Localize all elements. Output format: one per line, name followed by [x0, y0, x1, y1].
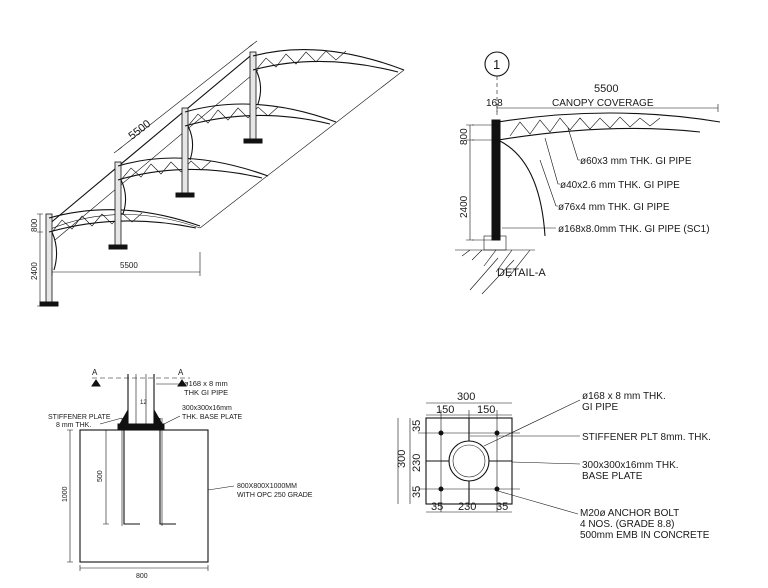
section-dim-1000-line [67, 429, 73, 563]
section-dim-800: 800 [136, 573, 148, 580]
footing-section-view: A A ø168 x 8 mm THK GI PIPE 12 STIFFENER… [48, 368, 313, 580]
plan-dim-35-bottom: 35 [411, 486, 423, 498]
plan-dim-35-right: 35 [496, 501, 508, 513]
elev-vertical-dims [466, 124, 474, 241]
plan-dim-300-side: 300 [396, 450, 408, 468]
iso-frame-4 [243, 49, 405, 144]
plan-dim-150-left: 150 [436, 404, 454, 416]
plan-base-leader [511, 461, 581, 465]
section-dim-12: 12 [140, 400, 147, 406]
plan-bolt-line3: 500mm EMB IN CONCRETE [580, 530, 710, 541]
plan-stiffener-cross [426, 418, 512, 504]
iso-roof-lower-line [54, 69, 259, 241]
plan-bolt-grid [418, 410, 520, 512]
elev-truss-web [509, 116, 661, 137]
section-arrow-left [91, 379, 101, 387]
iso-frame-2 [108, 157, 269, 250]
section-footing-leader [207, 485, 235, 491]
plan-dim-300-top: 300 [457, 391, 475, 403]
section-footing-line1: 800X800X1000MM [237, 483, 297, 490]
elev-column [491, 119, 501, 241]
elev-brace-arc [497, 139, 546, 237]
callout-40-leader [544, 137, 560, 185]
plan-pipe-leader [483, 399, 581, 447]
plan-dim-side-lines [397, 418, 411, 504]
iso-vertical-dims [37, 213, 43, 307]
plan-bolt-line2: 4 NOS. (GRADE 8.8) [580, 519, 674, 530]
section-base-plate [117, 423, 165, 430]
plan-stiffener-label: STIFFENER PLT 8mm. THK. [582, 432, 711, 443]
grid-bubble-label: 1 [493, 57, 500, 72]
elev-span-dim: 5500 [594, 83, 618, 95]
section-pipe-line2: THK GI PIPE [184, 388, 228, 397]
plan-bolt-line1: M20ø ANCHOR BOLT [580, 508, 679, 519]
plan-dim-35-left: 35 [431, 501, 443, 513]
iso-span-dim-line [51, 252, 201, 276]
elev-canopy-coverage: CANOPY COVERAGE [552, 98, 654, 109]
elev-dim-2400: 2400 [459, 195, 470, 218]
plan-dim-230-side: 230 [411, 454, 423, 472]
section-base-line1: 300x300x16mm [182, 405, 232, 412]
plan-dim-230-bottom: 230 [458, 501, 476, 513]
elev-span-dim-line [496, 104, 719, 112]
section-stiffeners [119, 408, 163, 425]
callout-60-leader [567, 127, 580, 161]
elev-detail-label: DETAIL-A [497, 267, 546, 279]
section-arrow-right [177, 379, 187, 387]
elev-truss-bottom-chord [497, 127, 701, 141]
callout-76: ø76x4 mm THK. GI PIPE [558, 202, 670, 213]
section-pipe-inner [135, 374, 147, 426]
section-dim-500-line [103, 429, 109, 525]
elev-dim-800: 800 [459, 128, 470, 145]
elev-truss-top-chord [497, 112, 721, 123]
plan-dim-150-line [426, 410, 512, 418]
iso-roof-ridge-line [47, 51, 256, 226]
section-anchor-bolts [123, 418, 176, 525]
section-stiffener-leader [99, 417, 123, 425]
section-base-leader [159, 415, 181, 427]
callout-60: ø60x3 mm THK. GI PIPE [580, 156, 692, 167]
section-dim-800-line [79, 565, 209, 571]
callout-76-leader [539, 159, 558, 207]
section-dim-1000: 1000 [62, 486, 69, 502]
callout-168: ø168x8.0mm THK. GI PIPE (SC1) [558, 224, 710, 235]
elev-dim-extensions [472, 124, 498, 241]
plan-pipe-line2: GI PIPE [582, 402, 618, 413]
section-anchor-bolts-outline [121, 418, 163, 526]
iso-span-dim-label: 5500 [120, 261, 138, 270]
iso-dim-800: 800 [30, 218, 39, 232]
footing-block [79, 429, 209, 563]
plan-bolt-leader [497, 490, 579, 515]
plan-dim-35-top: 35 [411, 420, 423, 432]
elevation-view: 1 5500 168 CANOPY COVERAGE 800 2400 DETA… [455, 51, 721, 295]
iso-dim-2400: 2400 [30, 262, 39, 280]
iso-bay-dim-line [117, 43, 254, 151]
section-stiffener-line2: 8 mm THK. [56, 422, 91, 429]
isometric-canopy-view: 5500 5500 800 2400 [30, 40, 405, 307]
plan-pipe-inner [452, 444, 486, 478]
section-mark-right: A [178, 368, 184, 377]
plan-pipe-outer [448, 440, 490, 482]
section-footing-line2: WITH OPC 250 GRADE [237, 492, 313, 499]
plan-base-line2: BASE PLATE [582, 471, 643, 482]
section-base-line2: THK. BASE PLATE [182, 414, 242, 421]
iso-bay-dim-label: 5500 [126, 118, 153, 143]
elev-dim-168: 168 [486, 98, 503, 109]
iso-bay-dim-ticks [113, 40, 258, 154]
section-dim-500: 500 [97, 470, 104, 482]
iso-frame-3 [175, 103, 337, 198]
callout-40: ø40x2.6 mm THK. GI PIPE [560, 180, 680, 191]
iso-frame-1 [39, 209, 201, 307]
elev-ground-hatch [455, 249, 535, 295]
iso-roof-eave-line [199, 69, 405, 229]
section-mark-left: A [92, 368, 98, 377]
section-stiffener-line1: STIFFENER PLATE [48, 414, 111, 421]
plan-dim-150-right: 150 [477, 404, 495, 416]
plan-base-line1: 300x300x16mm THK. [582, 460, 679, 471]
iso-roof-front-edge [47, 214, 201, 231]
section-pipe-line1: ø168 x 8 mm [184, 379, 228, 388]
plan-pipe-line1: ø168 x 8 mm THK. [582, 391, 666, 402]
base-plate-plan-view: 300 150 150 300 35 230 35 35 230 35 ø168… [396, 391, 711, 541]
